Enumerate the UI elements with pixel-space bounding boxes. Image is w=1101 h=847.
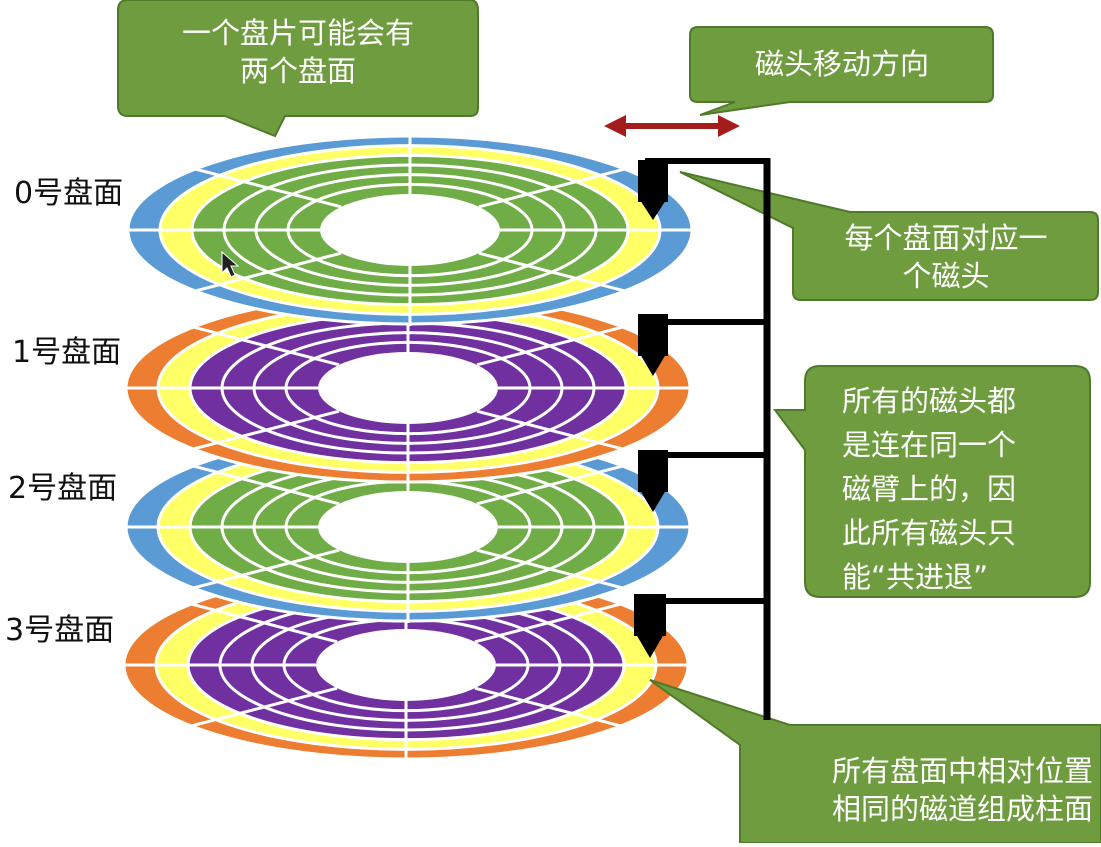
read-write-head-0 xyxy=(638,160,668,220)
sector-divider xyxy=(192,251,342,294)
platter-3 xyxy=(122,569,690,761)
callout-one-head-text: 每个盘面对应一 个磁头 xyxy=(844,221,1048,293)
callout-one-head-bubble xyxy=(679,171,1099,301)
sector-divider xyxy=(188,686,338,729)
spindle-hole xyxy=(320,194,500,266)
sector-divider xyxy=(474,601,624,644)
spindle-hole xyxy=(318,491,498,563)
sector-divider xyxy=(188,601,338,644)
read-write-head-1 xyxy=(638,314,668,376)
callout-cylinder-bubble xyxy=(649,679,1101,844)
read-write-head-3 xyxy=(634,594,666,658)
platter-label-0: 0号盘面 xyxy=(14,176,124,211)
platters xyxy=(122,134,694,761)
callout-cylinder-text: 所有盘面中相对位置 相同的磁道组成柱面 xyxy=(831,754,1093,826)
callout-two-surfaces-text: 一个盘片可能会有 两个盘面 xyxy=(181,16,414,88)
sector-divider xyxy=(478,251,628,294)
mouse-cursor-icon xyxy=(221,250,240,278)
spindle-hole xyxy=(318,352,498,424)
callout-head-direction-bubble xyxy=(689,26,994,116)
callout-same-arm-text: 所有的磁头都 是连在同一个 磁臂上的，因 此所有磁头只 能“共进退” xyxy=(842,384,1017,594)
sector-divider xyxy=(190,324,340,367)
platter-2 xyxy=(124,431,692,623)
read-write-head-2 xyxy=(638,450,668,512)
sector-divider xyxy=(476,548,626,591)
sector-divider xyxy=(476,409,626,452)
sector-divider xyxy=(192,166,342,209)
platter-label-2: 2号盘面 xyxy=(8,471,118,506)
sector-divider xyxy=(190,548,340,591)
spindle-hole xyxy=(316,629,496,701)
callout-same-arm-bubble xyxy=(773,365,1091,598)
platter-0 xyxy=(126,134,694,326)
platter-label-3: 3号盘面 xyxy=(5,613,115,648)
sector-divider xyxy=(190,409,340,452)
sector-divider xyxy=(476,463,626,506)
platter-1 xyxy=(124,292,692,484)
callout-head-direction-text: 磁头移动方向 xyxy=(754,47,929,81)
sector-divider xyxy=(474,686,624,729)
sector-divider xyxy=(476,324,626,367)
head-direction-arrow xyxy=(604,115,740,137)
sector-divider xyxy=(190,463,340,506)
platter-label-1: 1号盘面 xyxy=(12,335,122,370)
callout-two-surfaces-bubble xyxy=(117,0,479,138)
sector-divider xyxy=(478,166,628,209)
